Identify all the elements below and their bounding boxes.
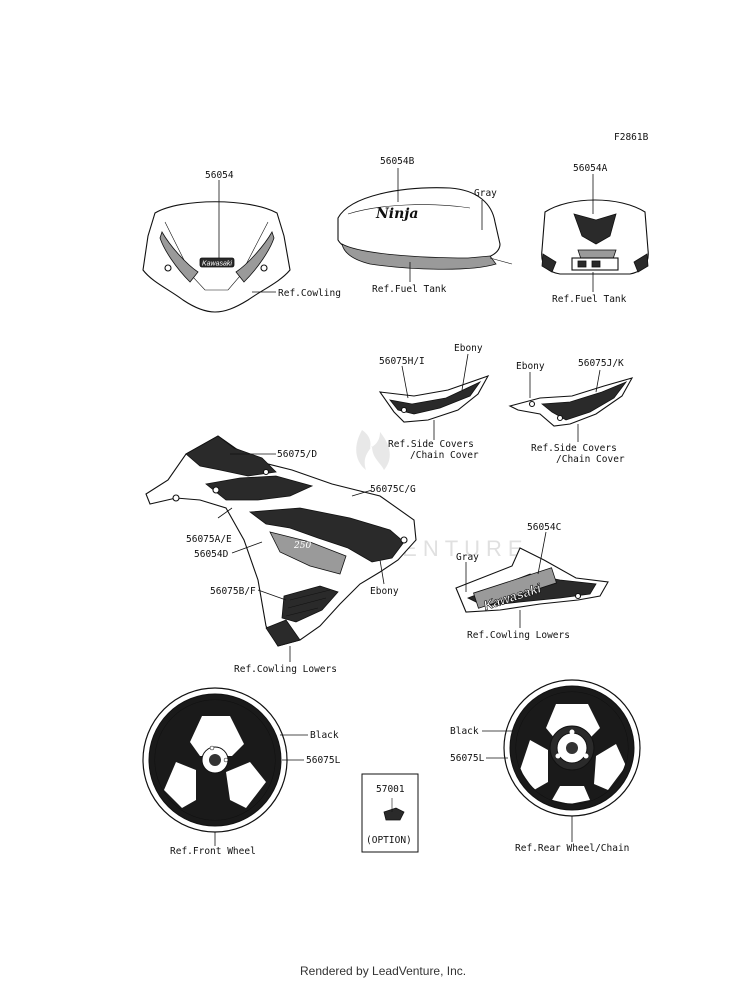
side-cover-left-group: 56075H/I Ebony Ref.Side Covers /Chain Co… — [378, 343, 490, 461]
tank-top-emblem — [573, 213, 617, 245]
front-wheel-ref: Ref.Front Wheel — [170, 846, 256, 857]
footer-credit: Rendered by LeadVenture, Inc. — [300, 964, 466, 978]
rear-wheel-color: Black — [450, 726, 479, 737]
windshield-decal-text: Kawasaki — [202, 261, 232, 268]
cowling-ae-part-number: 56075A/E — [186, 534, 232, 545]
fuel-tank-decal-group: Ninja 56054B Gray Ref.Fuel Tank — [337, 156, 513, 295]
rear-wheel-group: Black 56075L Ref.Rear Wheel/Chain — [450, 679, 641, 854]
option-part-number: 57001 — [376, 784, 405, 795]
rear-wheel-part-number: 56075L — [450, 753, 485, 764]
side-cover-right-ref-line2: /Chain Cover — [556, 454, 625, 465]
svg-text:250: 250 — [293, 541, 311, 551]
lower-cowl-decal-group: Kawasaki 56054C Gray Ref.Cowling Lowers — [455, 522, 609, 641]
side-cover-right-group: Ebony 56075J/K Ref.Side Covers /Chain Co… — [508, 358, 634, 465]
windshield-kawasaki-decal — [199, 257, 235, 268]
windshield-decal-group: Kawasaki 56054 Ref.Cowling — [142, 170, 341, 313]
cowling-bf-part-number: 56075B/F — [210, 586, 256, 597]
cowling-cg-part-number: 56075C/G — [370, 484, 416, 495]
lower-cowl-ref: Ref.Cowling Lowers — [467, 630, 570, 641]
tank-top-ref: Ref.Fuel Tank — [552, 294, 627, 305]
kawasaki-decal-panel — [473, 567, 557, 609]
lower-cowl-part-number: 56054C — [527, 522, 561, 533]
side-cover-right-ref-line1: Ref.Side Covers — [531, 443, 617, 454]
fuel-tank-side-stripe — [341, 243, 497, 270]
cowling-ref: Ref.Cowling Lowers — [234, 664, 337, 675]
cowling-lower-stripes — [281, 585, 339, 623]
windshield-ref: Ref.Cowling — [278, 288, 341, 299]
side-cover-right-color: Ebony — [516, 361, 545, 372]
side-cover-left-outline — [378, 375, 490, 423]
cowling-decal-group: 250 56075/D 56075C/G 56075A/E 56054D 560… — [145, 435, 417, 675]
cowling-upper-stripe — [185, 435, 277, 477]
cowling-d-part-number: 56054D — [194, 549, 229, 560]
side-cover-right-part-number: 56075J/K — [578, 358, 624, 369]
fuel-tank-part-number: 56054B — [380, 156, 415, 167]
windshield-outline — [142, 201, 291, 313]
touch-up-paint-icon — [383, 807, 405, 821]
side-cover-left-ref-line1: Ref.Side Covers — [388, 439, 474, 450]
option-part-group: 57001 (OPTION) — [361, 773, 419, 853]
side-cover-left-color: Ebony — [454, 343, 483, 354]
lower-cowl-color: Gray — [456, 552, 479, 563]
front-wheel-color: Black — [310, 730, 339, 741]
windshield-right-panel — [235, 231, 275, 283]
cowling-color: Ebony — [370, 586, 399, 597]
cowling-upper-part-number: 56075/D — [277, 449, 317, 460]
option-label: (OPTION) — [366, 835, 412, 846]
tank-top-part-number: 56054A — [573, 163, 608, 174]
figure-code: F2861B — [614, 132, 649, 143]
cowling-middle-panel — [248, 507, 405, 563]
windshield-part-number: 56054 — [205, 170, 234, 181]
side-cover-left-part-number: 56075H/I — [379, 356, 425, 367]
side-cover-left-ref-line2: /Chain Cover — [410, 450, 479, 461]
front-wheel-group: Black 56075L Ref.Front Wheel — [142, 687, 341, 857]
fuel-tank-ref: Ref.Fuel Tank — [372, 284, 447, 295]
windshield-left-panel — [159, 231, 199, 283]
front-wheel-part-number: 56075L — [306, 755, 341, 766]
rear-wheel-ref: Ref.Rear Wheel/Chain — [515, 843, 629, 854]
ninja-decal: Ninja — [375, 206, 418, 222]
fuel-tank-color: Gray — [474, 188, 497, 199]
tank-top-decal-group: 56054A Ref.Fuel Tank — [541, 163, 649, 305]
